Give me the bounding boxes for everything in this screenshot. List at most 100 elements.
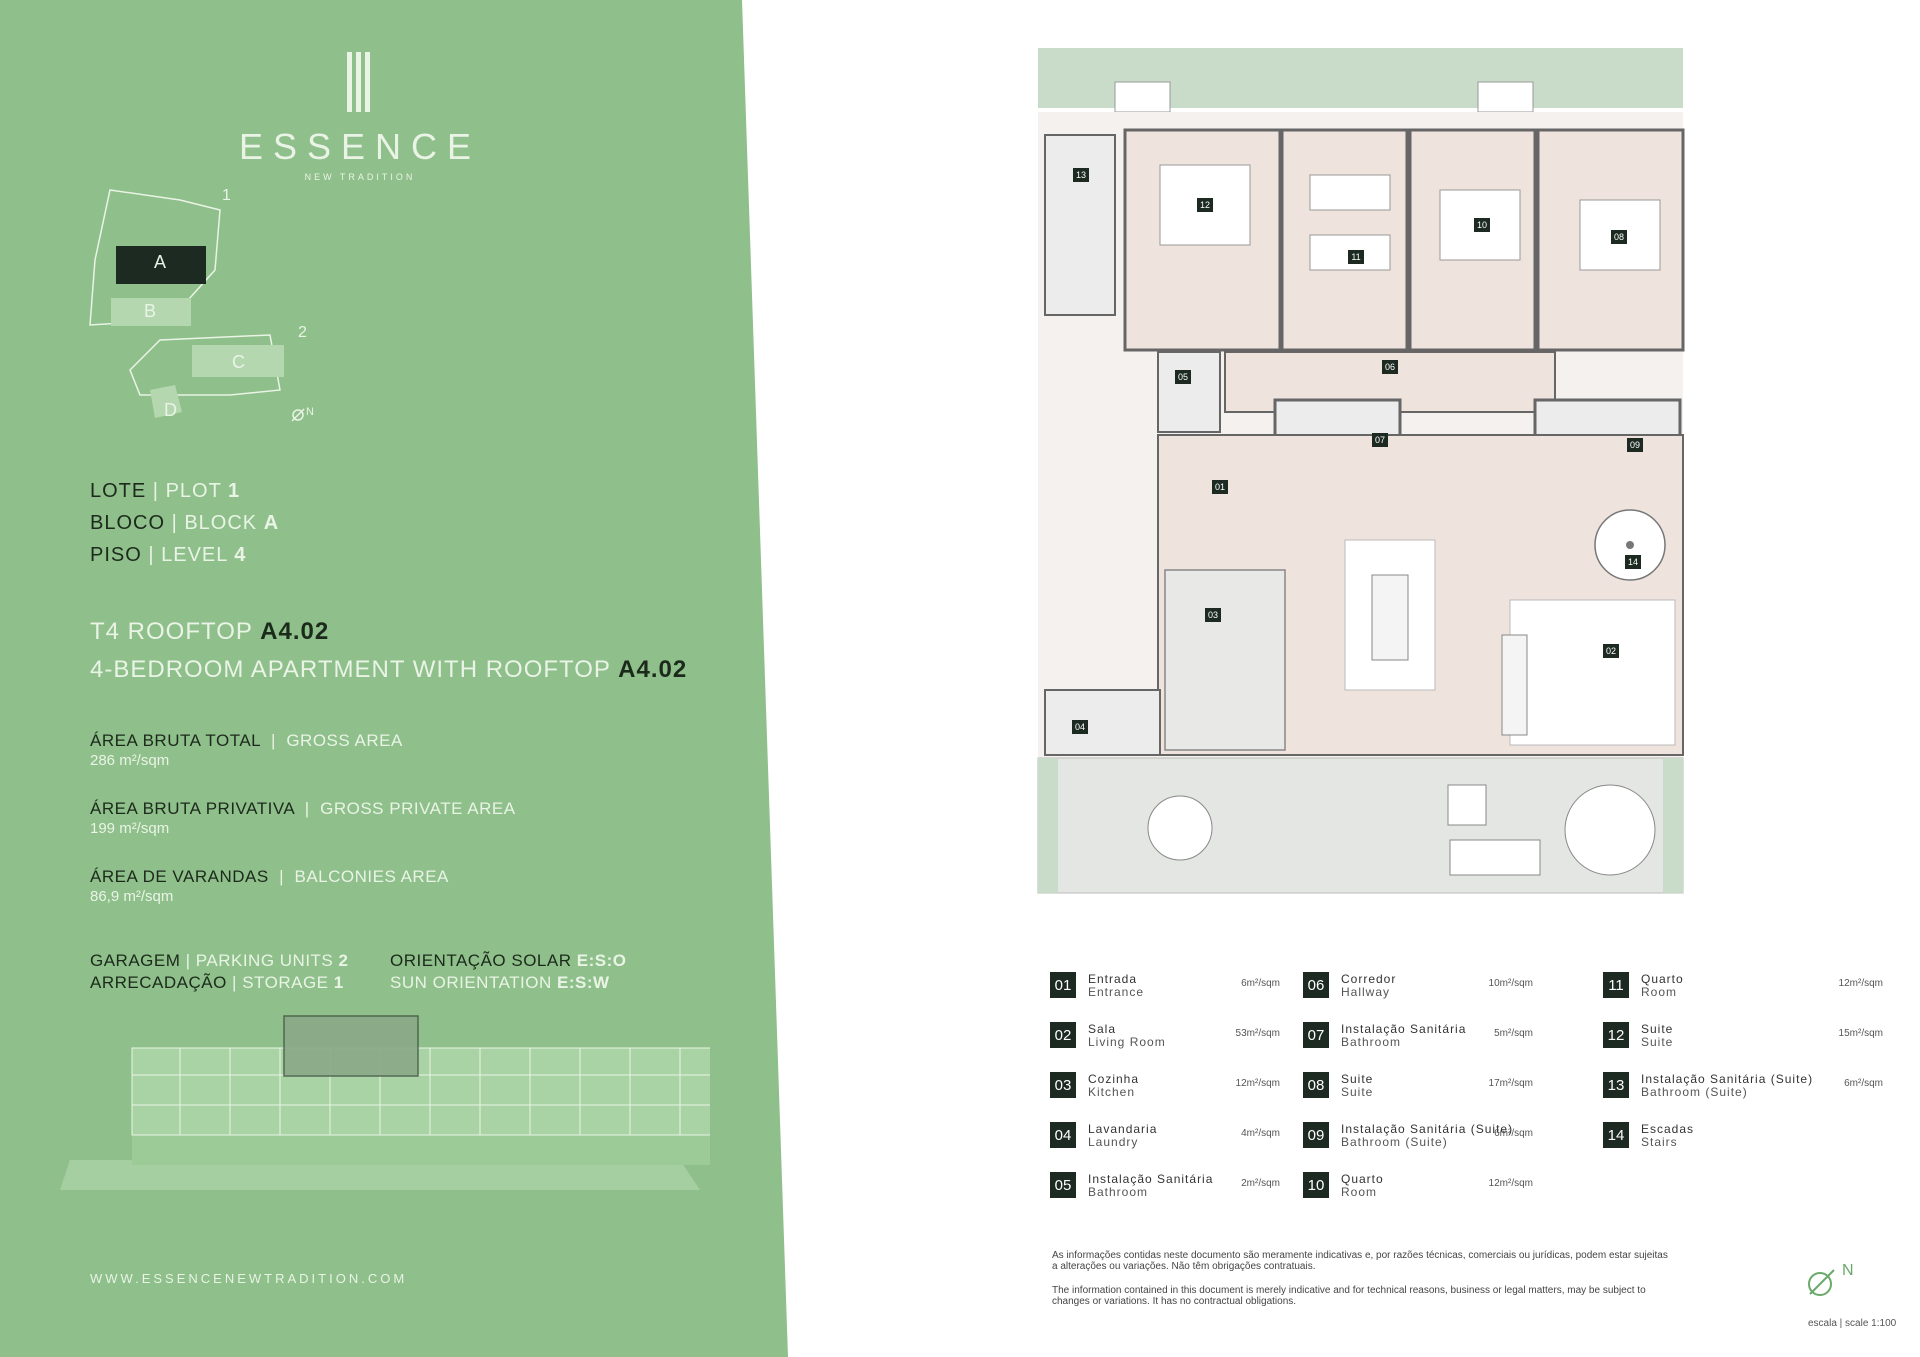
legend-room-area: 17m²/sqm [1488,1078,1533,1089]
legend-room-area: 10m²/sqm [1488,978,1533,989]
legend-number: 06 [1303,972,1329,998]
legend-room-en: Suite [1341,1085,1374,1099]
legend-number: 04 [1050,1122,1076,1148]
legend-room-pt: Escadas [1641,1122,1695,1136]
block-a [116,246,206,284]
scale-label: escala | scale 1:100 [1808,1318,1897,1329]
legend-room-area: 5m²/sqm [1494,1028,1533,1039]
block-d-label: D [164,400,177,420]
legend-number: 13 [1603,1072,1629,1098]
lot-label: LOTE [90,480,147,502]
legend-room-en: Kitchen [1088,1085,1136,1099]
legend-room-en: Bathroom [1088,1185,1149,1199]
legend-room-pt: Sala [1088,1022,1117,1036]
siteplan-north-label: N [306,406,314,418]
legend-room-area: 12m²/sqm [1488,1178,1533,1189]
disclaimer-pt: As informações contidas neste documento … [1052,1250,1668,1272]
plan-room-tag-07: 07 [1375,435,1385,445]
legend-room-pt: Instalação Sanitária (Suite) [1641,1072,1814,1086]
legend-room-pt: Instalação Sanitária [1088,1172,1214,1186]
plan-room-tag-02: 02 [1606,646,1616,656]
lot-en: PLOT [165,480,222,502]
plan-room-tag-09: 09 [1630,440,1640,450]
area-private-label: ÁREA BRUTA PRIVATIVA | GROSS PRIVATE ARE… [90,799,516,818]
legend-room-pt: Lavandaria [1088,1122,1158,1136]
plan-room-tag-04: 04 [1075,722,1085,732]
legend-room-pt: Suite [1341,1072,1374,1086]
legend-room-area: 6m²/sqm [1494,1128,1533,1139]
website-link[interactable]: WWW.ESSENCENEWTRADITION.COM [90,1271,408,1286]
block-b-label: B [144,301,157,321]
brand-name: ESSENCE [238,126,482,167]
legend-number: 07 [1303,1022,1329,1048]
legend-room-en: Room [1641,985,1678,999]
block-b [111,298,191,326]
legend-number: 10 [1303,1172,1329,1198]
legend-number: 08 [1303,1072,1329,1098]
orientation-en-row: SUN ORIENTATION E:S:W [390,973,610,992]
legend-room-area: 6m²/sqm [1241,978,1280,989]
legend-room-pt: Cozinha [1088,1072,1140,1086]
legend-room-en: Stairs [1641,1135,1678,1149]
block-label: BLOCO [90,512,166,534]
plan-room-tag-12: 12 [1200,200,1210,210]
block-c-label: C [232,352,245,372]
legend-room-pt: Suite [1641,1022,1674,1036]
legend-room-en: Laundry [1088,1135,1139,1149]
legend-number: 11 [1603,972,1629,998]
legend-number: 14 [1603,1122,1629,1148]
legend-number: 09 [1303,1122,1329,1148]
lot-row: LOTE | PLOT 1 [90,480,241,502]
unit-title-pt: T4 ROOFTOP A4.02 [90,618,330,645]
essence-logo-mark [347,52,370,112]
plan-room-tag-08: 08 [1614,232,1624,242]
block-row: BLOCO | BLOCK A [90,512,280,534]
legend-number: 01 [1050,972,1076,998]
legend-room-pt: Instalação Sanitária (Suite) [1341,1122,1514,1136]
north-label: N [1842,1262,1854,1279]
legend-room-area: 12m²/sqm [1838,978,1883,989]
legend-room-pt: Quarto [1641,972,1684,986]
plan-room-tag-14: 14 [1628,557,1638,567]
legend-room-area: 4m²/sqm [1241,1128,1280,1139]
unit-code: A4.02 [260,618,330,645]
block-a-label: A [154,252,167,272]
legend-number: 12 [1603,1022,1629,1048]
storage-row: ARRECADAÇÃO | STORAGE 1 [90,973,344,992]
plot-2-label: 2 [298,324,307,341]
area-gross-value: 286 m²/sqm [90,752,170,769]
unit-code-en: A4.02 [618,656,688,683]
legend-room-en: Living Room [1088,1035,1166,1049]
legend-room-en: Entrance [1088,985,1145,999]
plan-room-tag-10: 10 [1477,220,1487,230]
legend-number: 02 [1050,1022,1076,1048]
legend-room-area: 53m²/sqm [1235,1028,1280,1039]
area-balcony-value: 86,9 m²/sqm [90,888,174,905]
site-plan [89,189,305,422]
legend-room-en: Bathroom (Suite) [1641,1085,1748,1099]
legend-room-area: 2m²/sqm [1241,1178,1280,1189]
block-en: BLOCK [184,512,258,534]
legend-room-pt: Entrada [1088,972,1138,986]
plot-1-label: 1 [222,187,231,204]
legend-room-en: Suite [1641,1035,1674,1049]
info-panel-background [0,0,788,1357]
plan-room-tag-01: 01 [1215,482,1225,492]
brand-tagline: NEW TRADITION [304,172,416,182]
level-value: 4 [234,544,247,566]
level-label: PISO [90,544,142,566]
plan-room-tag-06: 06 [1385,362,1395,372]
legend-room-pt: Instalação Sanitária [1341,1022,1467,1036]
area-balcony-label: ÁREA DE VARANDAS | BALCONIES AREA [90,867,449,886]
legend-room-en: Hallway [1341,985,1391,999]
